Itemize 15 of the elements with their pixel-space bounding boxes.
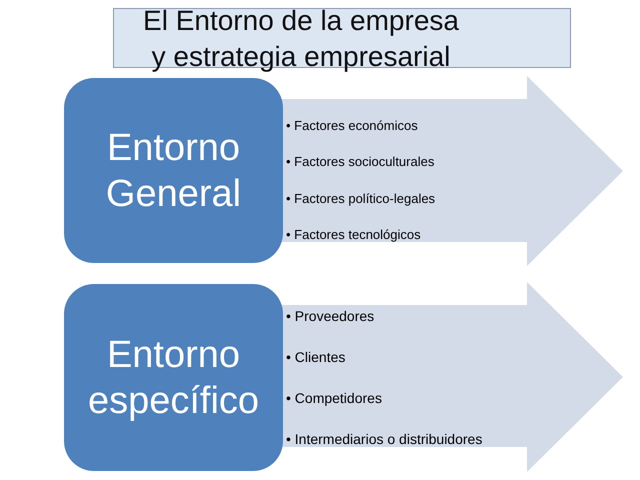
list-panel xyxy=(280,76,623,266)
rounded-box xyxy=(64,284,283,471)
bullet-item: • Proveedores xyxy=(286,307,374,325)
bullet-item: • Factores económicos xyxy=(286,117,418,135)
bullet-item: • Factores político-legales xyxy=(286,190,436,208)
node-label: Entorno General xyxy=(104,126,242,216)
list-panel xyxy=(280,282,623,472)
rounded-box xyxy=(64,78,283,263)
bullet-item: • Clientes xyxy=(286,348,346,366)
bullet-item: • Intermediarios o distribuidores xyxy=(286,430,482,448)
bullet-item: • Competidores xyxy=(286,389,382,407)
bullet-item: • Factores tecnológicos xyxy=(286,226,421,244)
title: El Entorno de la empresa y estrategia empresarial xyxy=(142,4,460,74)
node-label: Entorno específico xyxy=(86,332,260,424)
bullet-item: • Factores socioculturales xyxy=(286,153,434,172)
